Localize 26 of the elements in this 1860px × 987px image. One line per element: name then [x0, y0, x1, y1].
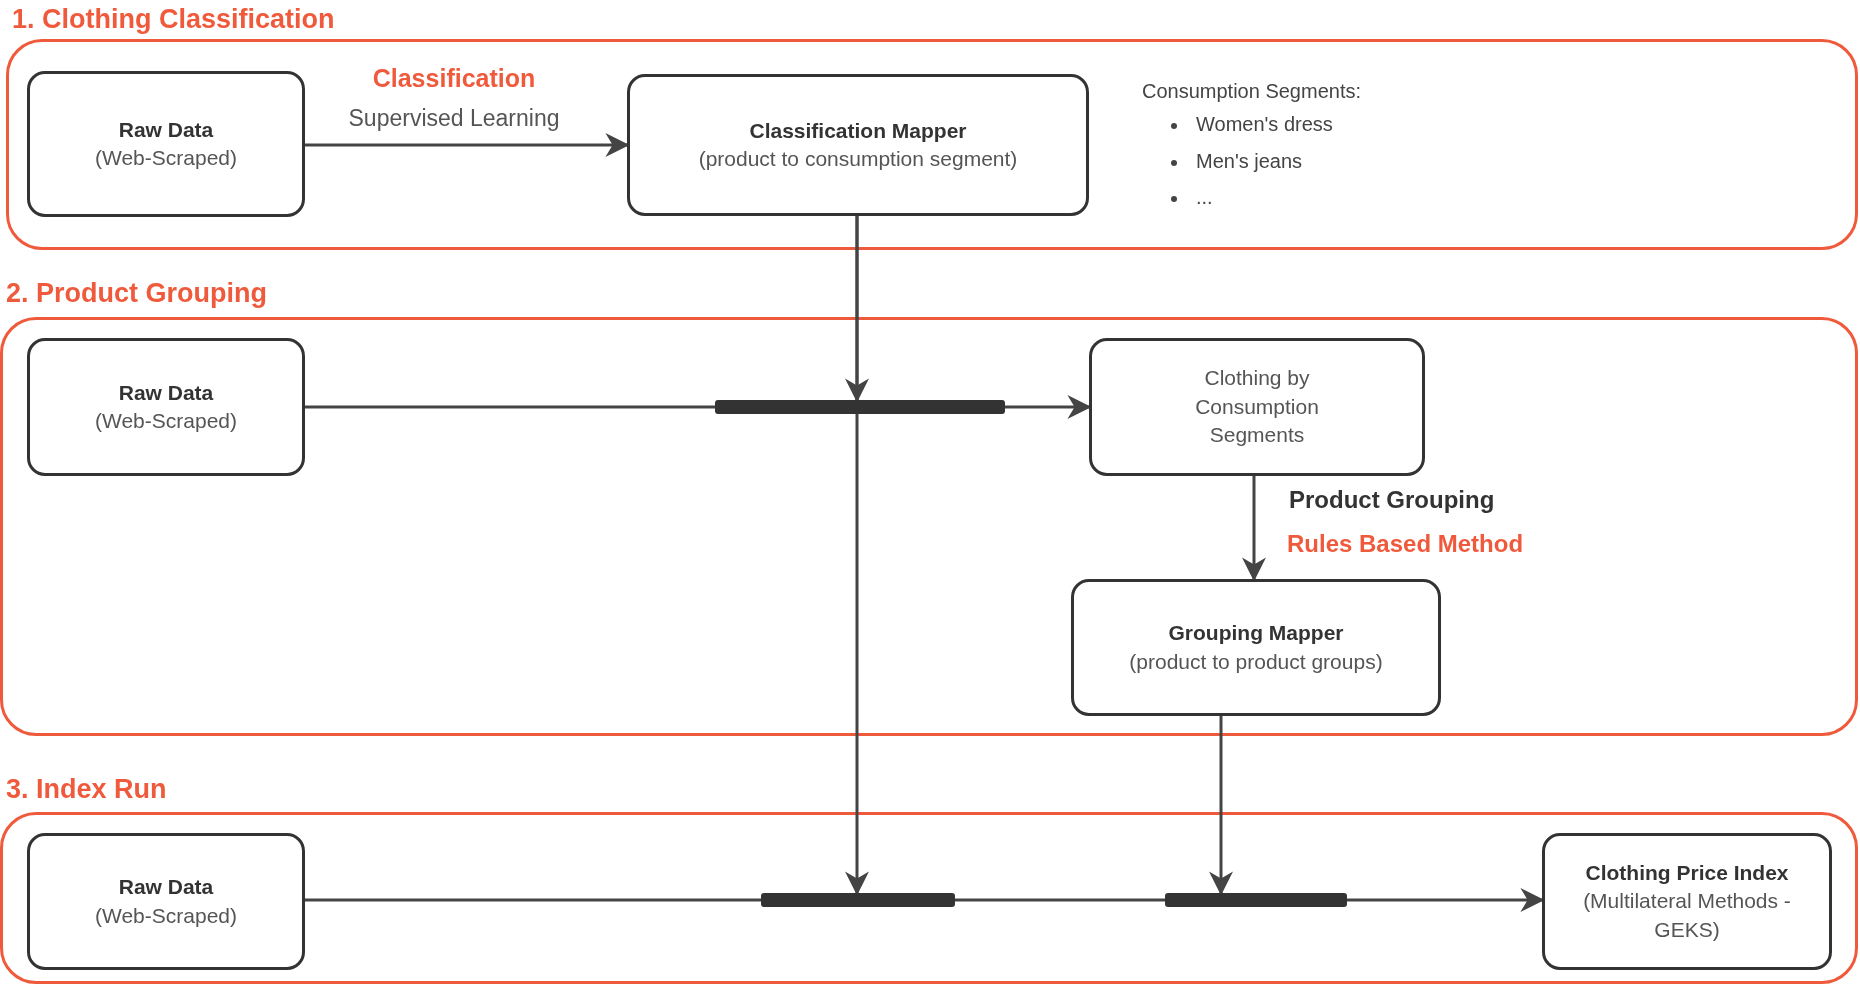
section-heading: 1. Clothing Classification	[12, 4, 335, 35]
arrow	[1347, 888, 1545, 912]
process-box: Raw Data (Web-Scraped)	[27, 338, 305, 476]
arrow	[1242, 476, 1266, 582]
method-label: Rules Based Method	[1287, 530, 1524, 558]
process-box: Raw Data (Web-Scraped)	[27, 71, 305, 217]
arrow	[305, 133, 630, 157]
process-box: Grouping Mapper (product to product groups)	[1071, 579, 1441, 716]
list-item: Women's dress	[1196, 113, 1333, 136]
edge-label: Supervised Learning	[346, 105, 562, 132]
junction-bar	[1165, 893, 1347, 907]
junction-bar	[761, 893, 955, 907]
junction-bar	[715, 400, 1005, 414]
process-box: Raw Data (Web-Scraped)	[27, 833, 305, 970]
section-heading: 2. Product Grouping	[6, 278, 267, 309]
arrow	[1209, 716, 1233, 896]
list-item: ...	[1196, 186, 1213, 209]
process-box: Classification Mapper (product to consumption segment)	[627, 74, 1089, 216]
process-box: Clothing by Consumption Segments	[1089, 338, 1425, 476]
section-heading: 3. Index Run	[6, 774, 167, 805]
list-heading: Consumption Segments:	[1142, 80, 1361, 103]
arrow	[1005, 395, 1092, 419]
list-item: Men's jeans	[1196, 150, 1303, 173]
method-label: Classification	[372, 64, 536, 93]
arrow	[845, 216, 869, 896]
process-box: Clothing Price Index (Multilateral Methods - GEKS)	[1542, 833, 1832, 970]
